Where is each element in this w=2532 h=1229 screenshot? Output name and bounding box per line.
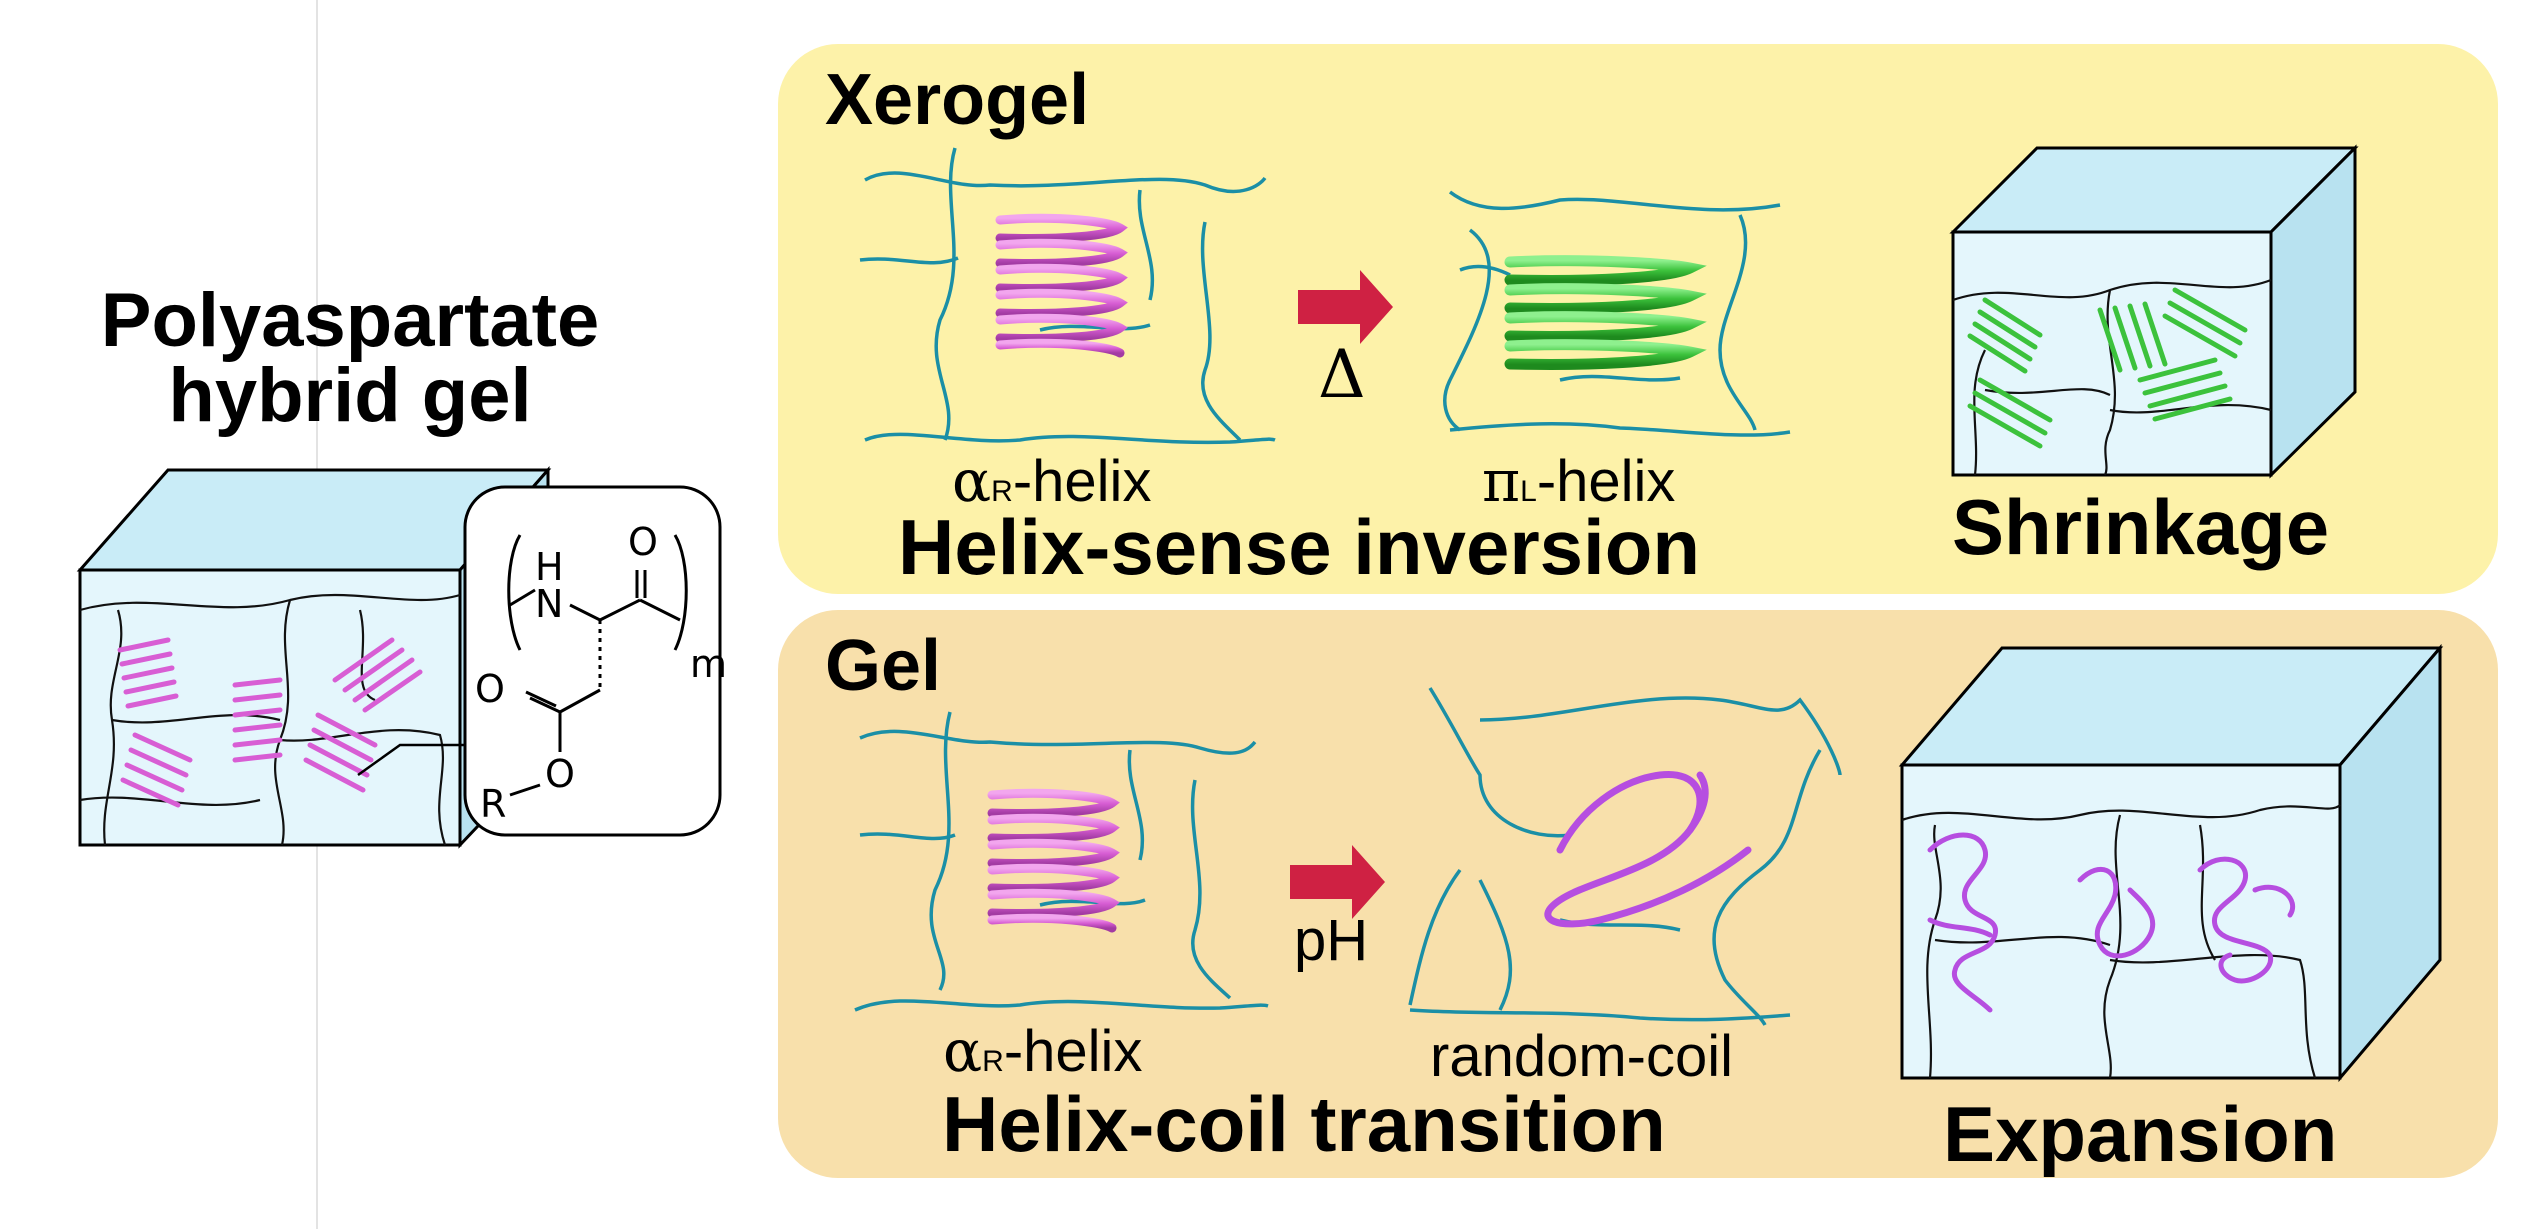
green-helix-large-xerogel xyxy=(1504,255,1707,370)
gel-left-sub: R xyxy=(982,1045,1004,1078)
xerogel-right-sub: L xyxy=(1520,475,1537,508)
arrow-heat xyxy=(1298,270,1393,344)
shrinkage-cube xyxy=(1949,144,2359,479)
xerogel-left-helix-label: αR-helix xyxy=(952,452,1151,511)
xerogel-right-helix-label: πL-helix xyxy=(1482,452,1675,511)
xerogel-left-sub: R xyxy=(991,475,1013,508)
arrow-ph xyxy=(1290,845,1385,919)
xerogel-stimulus-delta: Δ xyxy=(1318,336,1366,413)
chem-label-m: m xyxy=(690,642,728,686)
gel-result-label: Expansion xyxy=(1943,1090,2338,1178)
chem-label-o-left: O xyxy=(475,667,505,711)
pink-helix-mini-group xyxy=(117,637,423,808)
chem-label-o-top: O xyxy=(628,520,658,564)
gel-transition-label: Helix-coil transition xyxy=(942,1080,1666,1168)
gel-stimulus-ph: pH xyxy=(1294,908,1369,973)
random-coil-gel xyxy=(1544,770,1752,928)
xerogel-right-suffix: -helix xyxy=(1536,449,1676,514)
chem-label-o-bottom: O xyxy=(545,752,575,796)
gel-network-after xyxy=(1408,687,1842,1026)
title-line-1: Polyaspartate xyxy=(100,278,600,363)
xerogel-network-after xyxy=(1443,190,1791,437)
gel-left-greek: α xyxy=(943,1017,983,1085)
title-line-2: hybrid gel xyxy=(168,353,532,438)
pink-helix-large-gel xyxy=(987,788,1120,933)
xerogel-right-greek: π xyxy=(1482,447,1521,515)
chem-label-r: R xyxy=(480,782,507,826)
xerogel-transition-label: Helix-sense inversion xyxy=(898,503,1701,591)
expansion-cube xyxy=(1898,643,2444,1083)
chem-label-h: H xyxy=(535,545,564,589)
chemical-structure-box xyxy=(463,485,722,837)
xerogel-left-greek: α xyxy=(952,447,992,515)
pink-helix-large-xerogel xyxy=(995,213,1128,358)
xerogel-left-suffix: -helix xyxy=(1012,449,1152,514)
xerogel-result-label: Shrinkage xyxy=(1952,483,2330,571)
gel-network-before xyxy=(854,711,1269,1012)
xerogel-title: Xerogel xyxy=(825,60,1090,140)
xerogel-network-before xyxy=(859,147,1276,445)
gel-right-coil-label: random-coil xyxy=(1430,1024,1733,1089)
gel-title: Gel xyxy=(825,626,942,706)
gel-left-helix-label: αR-helix xyxy=(943,1022,1142,1081)
chem-label-n: N xyxy=(535,582,564,626)
gel-left-suffix: -helix xyxy=(1003,1019,1143,1084)
